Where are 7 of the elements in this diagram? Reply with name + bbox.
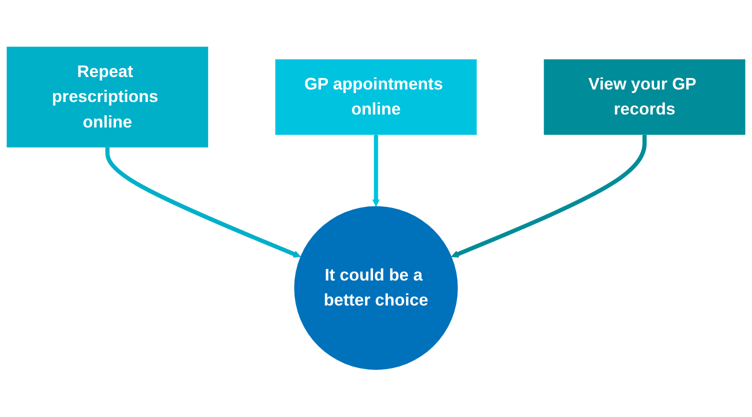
arrow — [372, 135, 380, 207]
arrow — [451, 135, 647, 258]
node-box: View your GP records — [544, 60, 746, 136]
node-box: GP appointments online — [275, 60, 477, 136]
node-box: Repeat prescriptions online — [6, 46, 208, 148]
arrow — [105, 148, 301, 258]
node-circle: It could be a better choice — [294, 206, 458, 370]
